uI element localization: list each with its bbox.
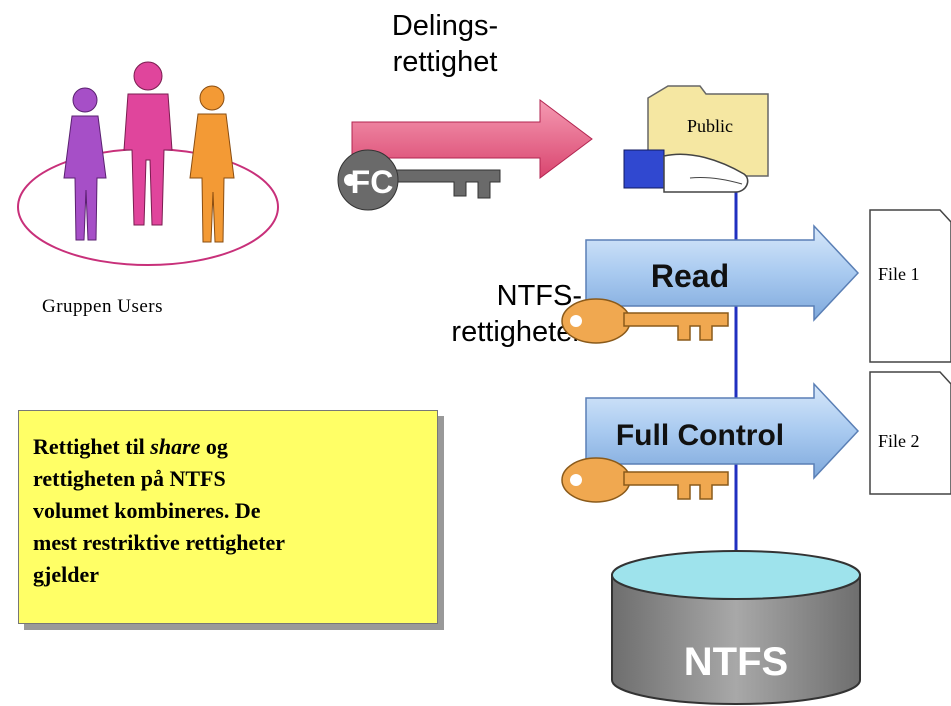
full-control-permission-arrow: Full Control (585, 382, 860, 480)
sharing-hand-icon (623, 149, 749, 193)
file-2-icon: File 2 (869, 371, 951, 495)
read-permission-label: Read (651, 258, 729, 294)
note-line-2: rettigheten på NTFS (33, 466, 226, 491)
full-control-permission-label: Full Control (616, 419, 784, 452)
note-box: Rettighet til share og rettigheten på NT… (18, 410, 438, 624)
note-line-1-emphasis: share (150, 434, 201, 459)
ntfs-key-read-icon (561, 298, 729, 344)
note-line-5: gjelder (33, 562, 99, 587)
ntfs-permissions-label: NTFS- rettigheter (412, 278, 582, 350)
file-1-icon: File 1 (869, 209, 951, 363)
user-figure-purple-icon (63, 87, 107, 241)
note-text: Rettighet til share og rettigheten på NT… (33, 431, 433, 591)
share-key-text: FC (351, 164, 394, 200)
note-line-1-suffix: og (200, 434, 228, 459)
note-line-3: volumet kombineres. De (33, 498, 261, 523)
users-group-icon (17, 61, 279, 266)
user-figure-orange-icon (189, 85, 235, 243)
note-line-1: Rettighet til share og (33, 431, 433, 463)
folder-label: Public (687, 116, 733, 136)
share-permission-label-line2: rettighet (392, 46, 498, 78)
user-figure-pink-icon (123, 61, 173, 226)
file-1-label: File 1 (878, 264, 920, 284)
note-line-1-prefix: Rettighet til (33, 434, 151, 459)
note-line-4: mest restriktive rettigheter (33, 530, 286, 555)
group-caption: Gruppen Users (42, 296, 164, 317)
share-permission-label-line1: Delings- (391, 10, 499, 42)
ntfs-volume-icon: NTFS (611, 550, 861, 705)
ntfs-permissions-label-line2: rettigheter (451, 316, 582, 348)
ntfs-key-full-control-icon (561, 457, 729, 503)
share-permission-label: Delings- rettighet (360, 8, 530, 80)
read-permission-arrow: Read (585, 224, 860, 322)
ntfs-permissions-label-line1: NTFS- (496, 280, 582, 312)
file-2-label: File 2 (878, 431, 920, 451)
shared-folder-icon: Public (623, 85, 769, 193)
volume-label: NTFS (684, 640, 788, 684)
share-key-icon: FC (337, 149, 501, 211)
